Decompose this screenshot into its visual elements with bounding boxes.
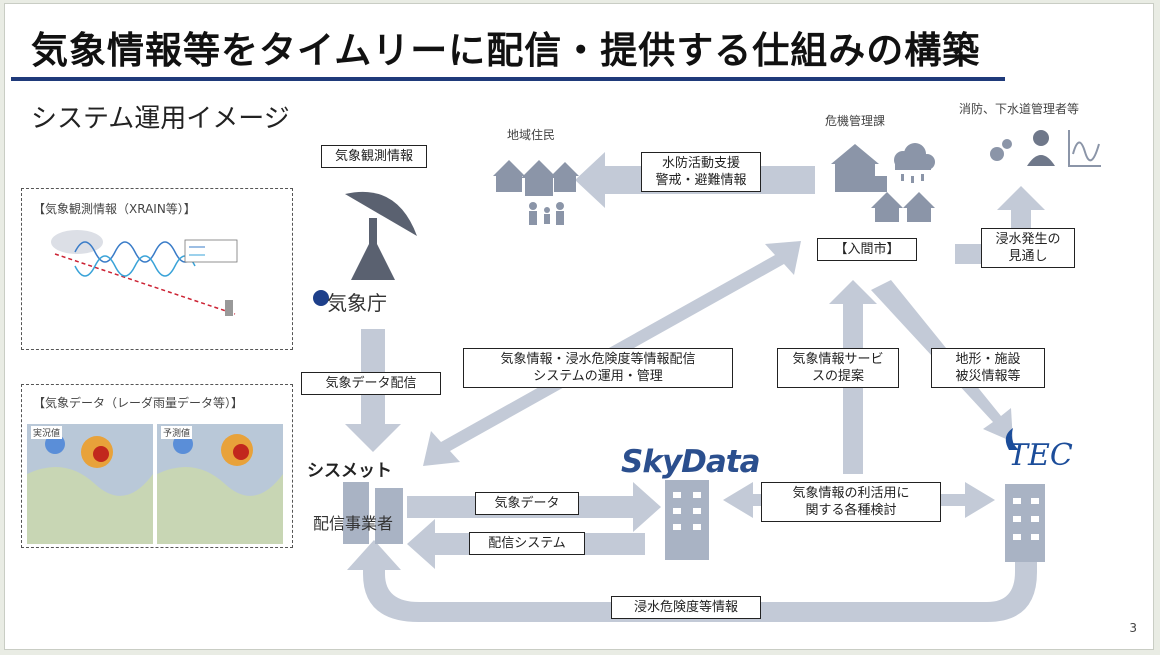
label-system-ops-line2: システムの運用・管理 xyxy=(533,369,663,384)
label-study-line1: 気象情報の利活用に xyxy=(792,486,910,501)
label-obs-info: 気象観測情報 xyxy=(321,145,427,168)
gear-icon xyxy=(990,139,1012,161)
label-inundation-line2: 見通し xyxy=(1008,249,1048,264)
jma-logo: 気象庁 xyxy=(327,291,387,315)
satellite-dish-icon xyxy=(345,191,417,280)
label-data-delivery: 気象データ配信 xyxy=(301,372,441,395)
building-windows xyxy=(673,492,1039,540)
label-weather-service-line2: スの提案 xyxy=(811,369,864,384)
page-number: 3 xyxy=(1129,621,1137,635)
label-delivery-system: 配信システム xyxy=(469,532,585,555)
radar-tag-observed: 実況値 xyxy=(31,426,63,439)
building-icon xyxy=(831,144,887,192)
label-study-line2: 関する各種検討 xyxy=(805,503,897,518)
label-city: 【入間市】 xyxy=(817,238,917,261)
tec-building xyxy=(1005,484,1045,562)
caption-residents: 地域住民 xyxy=(507,128,556,142)
rain-cloud-icon xyxy=(894,143,935,183)
houses-icon xyxy=(493,160,579,196)
radar-tag-forecast: 予測値 xyxy=(161,426,193,439)
observation-panel xyxy=(21,188,293,350)
distributor-building xyxy=(343,482,403,544)
skydata-logo: SkyData xyxy=(621,444,761,480)
page-subtitle: システム運用イメージ xyxy=(31,104,290,134)
label-weather-service-line1: 気象情報サービ xyxy=(792,352,884,367)
graph-icon xyxy=(1068,130,1101,167)
label-system-ops-line1: 気象情報・浸水危険度等情報配信 xyxy=(500,352,696,367)
label-flood-support-line1: 水防活動支援 xyxy=(661,156,740,171)
person-icon xyxy=(1027,130,1055,166)
caption-managers: 消防、下水道管理者等 xyxy=(959,102,1080,116)
label-weather-data: 気象データ xyxy=(475,492,579,515)
label-terrain-line2: 被災情報等 xyxy=(955,369,1021,384)
label-distributor: 配信事業者 xyxy=(313,514,394,533)
label-system-ops: 気象情報・浸水危険度等情報配信 システムの運用・管理 xyxy=(463,348,733,388)
caption-city-office: 危機管理課 xyxy=(825,114,886,128)
xrain-diagram xyxy=(51,230,238,316)
label-weather-service: 気象情報サービ スの提案 xyxy=(777,348,899,388)
page-title: 気象情報等をタイムリーに配信・提供する仕組みの構築 xyxy=(31,29,981,72)
family-icon xyxy=(529,202,564,225)
radar-panel xyxy=(21,384,293,548)
radar-map-forecast xyxy=(157,424,283,544)
skydata-building xyxy=(665,480,709,560)
arrow-up-to-managers xyxy=(997,186,1045,244)
label-inundation: 浸水発生の 見通し xyxy=(981,228,1075,268)
label-inundation-line1: 浸水発生の xyxy=(995,232,1061,247)
label-flood-support: 水防活動支援 警戒・避難情報 xyxy=(641,152,761,192)
label-study: 気象情報の利活用に 関する各種検討 xyxy=(761,482,941,522)
sysmet-logo: シスメット xyxy=(307,461,392,481)
label-hazard-info: 浸水危険度等情報 xyxy=(611,596,761,619)
label-terrain: 地形・施設 被災情報等 xyxy=(931,348,1045,388)
title-rule xyxy=(11,77,1005,81)
label-terrain-line1: 地形・施設 xyxy=(955,352,1021,367)
radar-caption: 【気象データ（レーダ雨量データ等）】 xyxy=(33,396,244,410)
radar-map-observed xyxy=(27,424,153,544)
tec-logo-icon xyxy=(1005,428,1019,450)
houses-icon xyxy=(871,192,935,222)
observation-caption: 【気象観測情報（XRAIN等）】 xyxy=(33,202,196,216)
tec-logo: TEC xyxy=(1008,438,1073,473)
slide: 気象情報等をタイムリーに配信・提供する仕組みの構築 システム運用イメージ xyxy=(4,3,1154,650)
label-flood-support-line2: 警戒・避難情報 xyxy=(655,173,747,188)
jma-logo-icon xyxy=(313,290,329,306)
